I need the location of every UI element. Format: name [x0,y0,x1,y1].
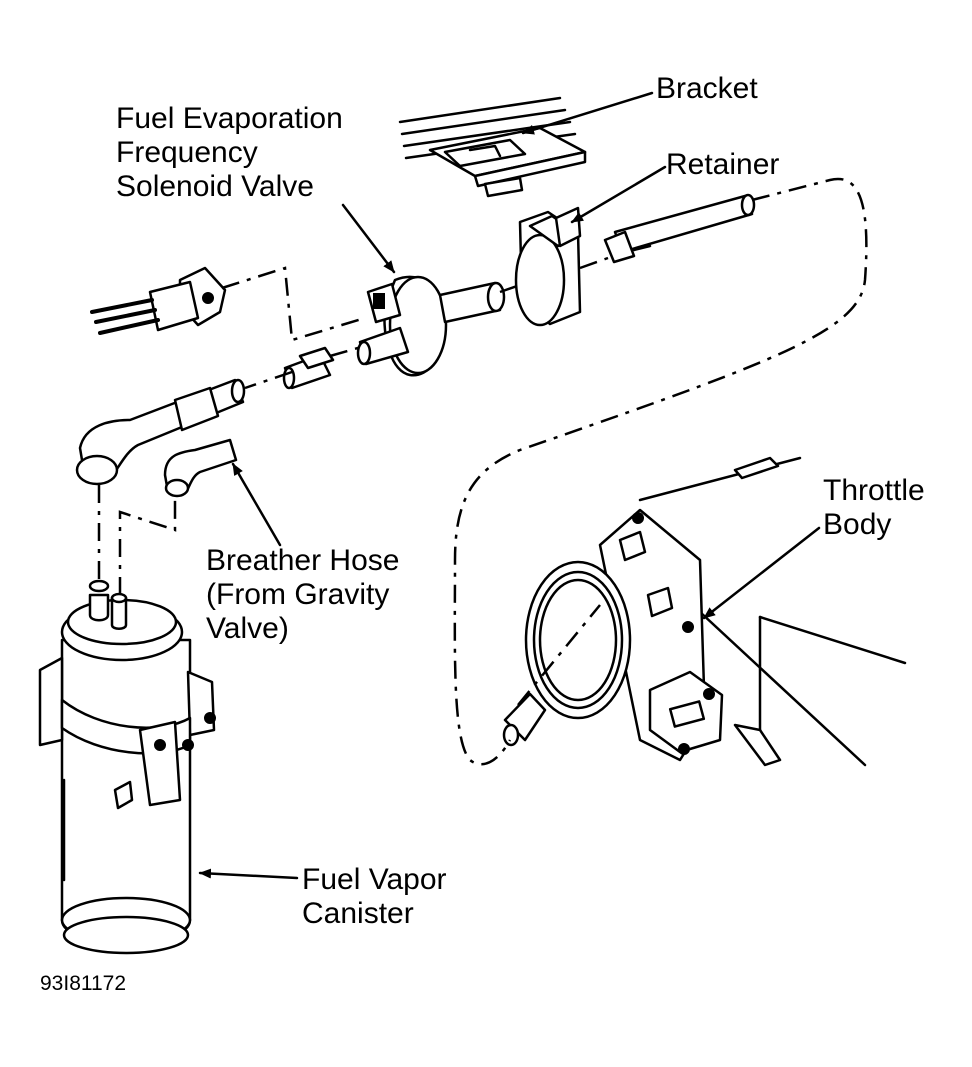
retainer-part [514,206,582,327]
wiring-connector-part [90,266,227,335]
leader-arrows [198,91,821,880]
connection-lines [97,177,868,766]
throttle-body-part [502,456,907,767]
canister-part [38,579,216,955]
figure-id: 93I81172 [40,972,127,995]
throttle-body-label-line1: Throttle [823,474,925,507]
elbow-hose-part [75,378,246,486]
solenoid-arrow [341,203,396,274]
solenoid-label-line1: Fuel Evaporation [116,102,343,135]
canister-label-line1: Fuel Vapor [302,863,447,896]
retainer-label: Retainer [666,148,780,181]
canister-arrow [198,868,299,880]
solenoid-label-line3: Solenoid Valve [116,170,314,203]
breather-hose-label-line3: Valve) [206,612,289,645]
breather-hose-arrow [231,462,282,547]
breather-hose-label-line2: (From Gravity [206,578,390,611]
throttle-body-label-line2: Body [823,508,892,541]
canister-label-line2: Canister [302,897,414,930]
retainer-arrow [570,165,667,224]
solenoid-label-line2: Frequency [116,136,258,169]
throttle-body-arrow [702,526,821,620]
bracket-label: Bracket [656,72,758,105]
bracket-arrow [521,91,654,135]
bracket-part [398,96,587,198]
fitting-part [282,346,335,390]
solenoid-valve-part [356,275,506,377]
breather-hose-label-line1: Breather Hose [206,544,400,577]
vacuum-hose-part [603,193,756,264]
breather-hose-part [163,438,238,498]
